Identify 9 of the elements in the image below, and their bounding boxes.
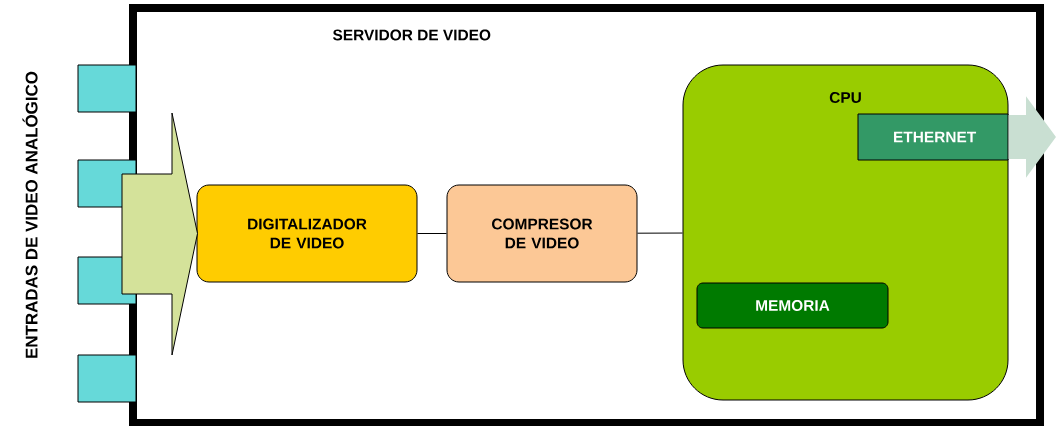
connector-box <box>77 64 137 113</box>
process-box: DIGITALIZADOR DE VIDEO <box>196 184 418 283</box>
connector-line <box>637 232 683 234</box>
side-label: ENTRADAS DE VIDEO ANALÓGICO <box>22 71 38 358</box>
connector-line <box>417 233 447 234</box>
memory-box: MEMORIA <box>696 282 889 329</box>
process-box: COMPRESOR DE VIDEO <box>446 184 638 283</box>
connector-box <box>77 354 137 403</box>
ethernet-box: ETHERNET <box>857 113 1009 161</box>
